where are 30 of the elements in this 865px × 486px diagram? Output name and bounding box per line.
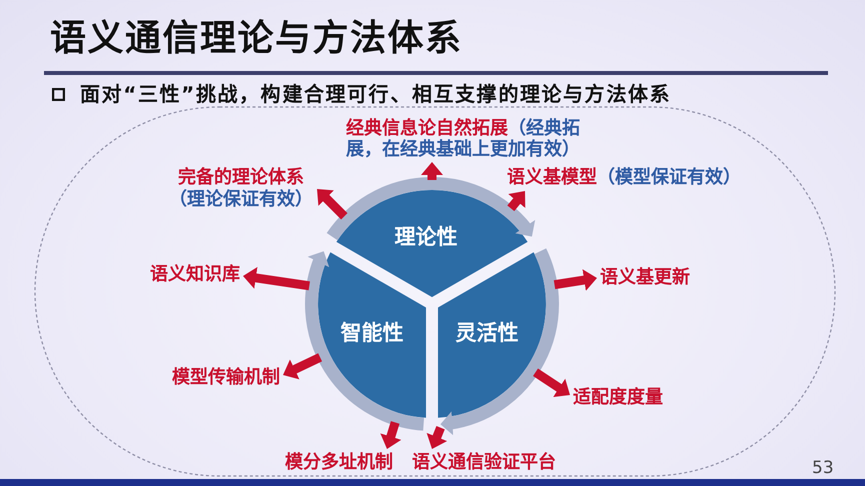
pie-sector <box>336 190 528 298</box>
page-number: 53 <box>812 458 834 478</box>
arrow <box>380 421 402 450</box>
sector-label: 灵活性 <box>456 321 518 345</box>
pie-sector <box>438 252 546 418</box>
remark-text: （理论保证有效） <box>169 189 313 211</box>
cycle-arrow <box>326 177 538 241</box>
topic-label: 语义基更新 <box>600 267 690 289</box>
sector-label: 理论性 <box>394 225 458 249</box>
pie-sector <box>318 252 426 418</box>
arrow <box>533 368 572 399</box>
topic-label: 语义通信验证平台 <box>412 452 556 474</box>
arrow <box>554 269 598 291</box>
arrow <box>421 162 443 180</box>
topic-label: 模分多址机制 <box>285 452 393 474</box>
sector-label: 智能性 <box>340 321 404 345</box>
cycle-arrow <box>440 248 559 435</box>
topic-label: 完备的理论体系 <box>178 167 304 189</box>
topic-label: 经典信息论自然拓展（经典拓展，在经典基础上更加有效） <box>346 118 582 160</box>
remark-text: （模型保证有效） <box>597 167 741 188</box>
topic-label: 语义基模型 <box>507 167 597 188</box>
slide-title: 语义通信理论与方法体系 <box>50 19 462 59</box>
arrow <box>242 267 310 290</box>
topic-label: 适配度度量 <box>573 387 663 409</box>
topic-label: 语义知识库 <box>150 264 240 286</box>
arrow <box>426 426 448 451</box>
arrow <box>281 353 322 380</box>
cycle-arrow <box>305 248 424 431</box>
subtitle-text: 面对“三性”挑战，构建合理可行、相互支撑的理论与方法体系 <box>80 82 672 106</box>
topic-label: 模型传输机制 <box>172 367 280 389</box>
